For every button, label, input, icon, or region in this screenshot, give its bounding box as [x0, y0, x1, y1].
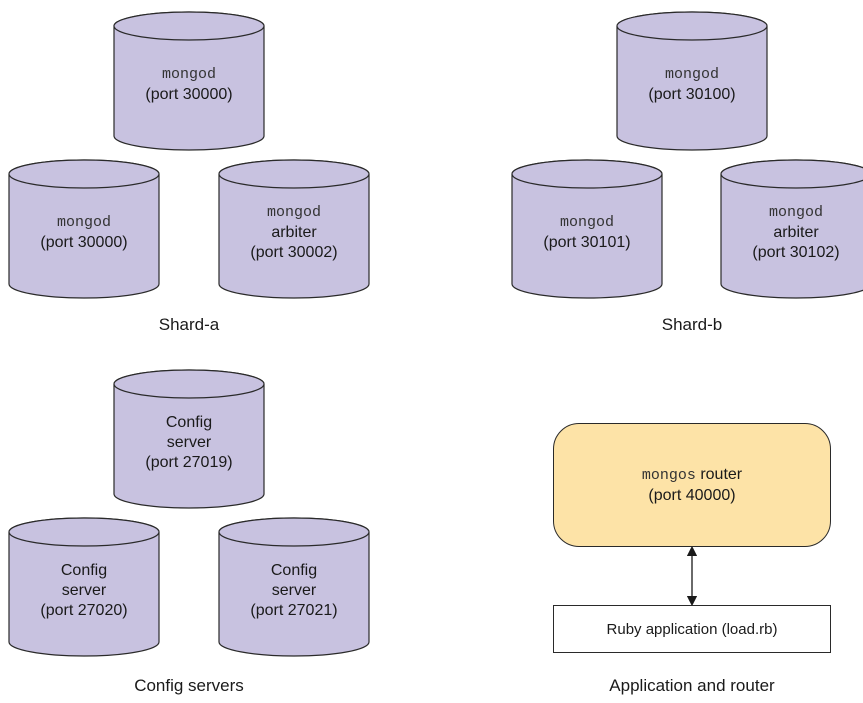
shard-a-secondary-port: (port 30000)	[40, 234, 128, 251]
shard-a-primary-process: mongod	[161, 66, 216, 83]
config-server-1-port: (port 27019)	[145, 454, 233, 471]
config-server-1-line1: Config	[165, 414, 213, 431]
shard-a-secondary-cylinder: mongod (port 30000)	[9, 178, 159, 288]
config-server-1-cylinder: Config server (port 27019)	[114, 388, 264, 498]
shard-b-primary-shape	[616, 11, 768, 151]
shard-a-primary-shape	[113, 11, 265, 151]
shard-b-secondary-shape	[511, 159, 663, 299]
shard-a-arbiter-shape	[218, 159, 370, 299]
shard-a-primary-port: (port 30000)	[145, 86, 233, 103]
application-and-router-label: Application and router	[609, 676, 775, 695]
shard-b-arbiter-role: arbiter	[773, 224, 819, 241]
shard-b-primary-port: (port 30100)	[648, 86, 736, 103]
config-server-2-line2: server	[61, 582, 107, 599]
shard-b-arbiter-process: mongod	[768, 204, 823, 221]
config-server-2-shape	[8, 517, 160, 657]
config-server-3-shape	[218, 517, 370, 657]
shard-a-secondary-shape	[8, 159, 160, 299]
shard-a-label: Shard-a	[158, 315, 220, 334]
shard-b-secondary-port: (port 30101)	[543, 234, 631, 251]
ruby-application-box: Ruby application (load.rb)	[553, 605, 831, 653]
config-server-3-cylinder: Config server (port 27021)	[219, 536, 369, 646]
shard-b-label: Shard-b	[661, 315, 723, 334]
shard-b-arbiter-port: (port 30102)	[752, 244, 840, 261]
shard-a-arbiter-cylinder: mongod arbiter (port 30002)	[219, 178, 369, 288]
shard-b-arbiter-cylinder: mongod arbiter (port 30102)	[721, 178, 863, 288]
shard-a-secondary-process: mongod	[56, 214, 111, 231]
config-servers-label: Config servers	[134, 676, 244, 695]
config-server-3-line2: server	[271, 582, 317, 599]
config-server-1-shape	[113, 369, 265, 509]
config-server-1-line2: server	[166, 434, 212, 451]
config-server-3-line1: Config	[270, 562, 318, 579]
shard-a-primary-cylinder: mongod (port 30000)	[114, 30, 264, 140]
mongos-router-box: mongos router (port 40000)	[553, 423, 831, 547]
shard-b-primary-cylinder: mongod (port 30100)	[617, 30, 767, 140]
shard-b-arbiter-shape	[720, 159, 863, 299]
config-server-2-port: (port 27020)	[40, 602, 128, 619]
shard-b-secondary-process: mongod	[559, 214, 614, 231]
shard-a-arbiter-process: mongod	[266, 204, 321, 221]
config-server-3-port: (port 27021)	[250, 602, 338, 619]
shard-a-arbiter-role: arbiter	[271, 224, 317, 241]
shard-a-arbiter-port: (port 30002)	[250, 244, 338, 261]
config-server-2-cylinder: Config server (port 27020)	[9, 536, 159, 646]
config-server-2-line1: Config	[60, 562, 108, 579]
shard-b-primary-process: mongod	[664, 66, 719, 83]
shard-b-secondary-cylinder: mongod (port 30101)	[512, 178, 662, 288]
router-word: router	[695, 465, 743, 483]
router-port: (port 40000)	[648, 486, 736, 504]
mongos-process-name: mongos	[641, 466, 696, 484]
